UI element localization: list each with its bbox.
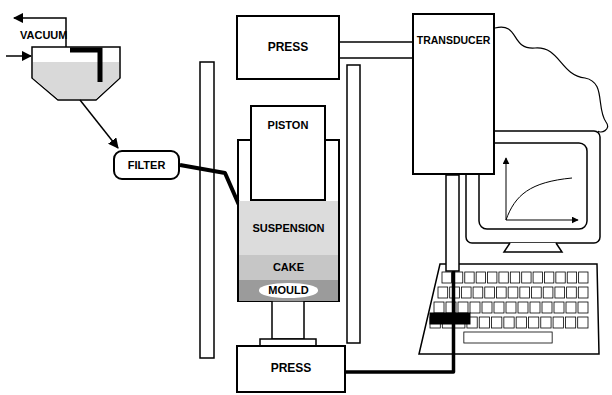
cake-layer: CAKE bbox=[239, 255, 338, 280]
key bbox=[516, 317, 526, 328]
key bbox=[520, 287, 530, 298]
connector-line bbox=[346, 175, 454, 372]
key bbox=[485, 287, 495, 298]
vessel-liquid bbox=[33, 62, 119, 99]
key bbox=[476, 272, 485, 283]
key bbox=[522, 272, 531, 283]
key bbox=[510, 272, 519, 283]
connector-line bbox=[340, 57, 412, 59]
mould-layer: MOULD bbox=[239, 280, 338, 301]
press-box: PRESS bbox=[236, 15, 340, 80]
key bbox=[530, 302, 540, 313]
key bbox=[518, 302, 528, 313]
key bbox=[465, 272, 474, 283]
piston-box: PISTON bbox=[250, 105, 326, 201]
key bbox=[579, 272, 588, 283]
key bbox=[556, 272, 565, 283]
key bbox=[499, 272, 508, 283]
key bbox=[565, 317, 575, 328]
key bbox=[553, 317, 563, 328]
key bbox=[438, 287, 448, 298]
key bbox=[554, 302, 564, 313]
keyboard bbox=[419, 264, 599, 354]
key bbox=[482, 302, 492, 313]
graph-curve bbox=[506, 178, 572, 220]
key bbox=[567, 287, 577, 298]
key bbox=[442, 272, 451, 283]
node-label: FILTER bbox=[128, 159, 166, 171]
node-label: SUSPENSION bbox=[252, 222, 324, 234]
key bbox=[543, 287, 553, 298]
suction-tube bbox=[70, 50, 100, 82]
inlet-line bbox=[6, 55, 31, 57]
node-label: PRESS bbox=[268, 41, 309, 54]
node-label: PRESS bbox=[271, 362, 312, 375]
key bbox=[544, 272, 553, 283]
key bbox=[541, 317, 551, 328]
ram bbox=[272, 301, 304, 339]
vacuum-vessel bbox=[32, 47, 120, 100]
key bbox=[488, 272, 497, 283]
monitor-screen bbox=[479, 143, 587, 229]
key bbox=[532, 287, 542, 298]
key bbox=[578, 287, 588, 298]
key bbox=[506, 302, 516, 313]
graph-axis bbox=[506, 220, 578, 221]
key bbox=[528, 317, 538, 328]
connector bbox=[346, 175, 454, 372]
key bbox=[504, 317, 514, 328]
node-label: MOULD bbox=[259, 283, 317, 297]
part-label: VACUUM bbox=[20, 29, 67, 41]
key bbox=[434, 302, 444, 313]
transducer-rod bbox=[446, 175, 459, 271]
key bbox=[578, 302, 588, 313]
connector-line bbox=[340, 41, 412, 43]
key bbox=[542, 302, 552, 313]
sensor-block bbox=[430, 313, 470, 324]
key bbox=[567, 272, 576, 283]
transducer-box: TRANSDUCER bbox=[412, 13, 495, 175]
node-label: TRANSDUCER bbox=[417, 35, 491, 47]
key bbox=[508, 287, 518, 298]
outlet-line bbox=[80, 100, 118, 148]
press-box: PRESS bbox=[236, 345, 346, 393]
frame-bar bbox=[200, 62, 214, 358]
signal-cable bbox=[495, 27, 608, 132]
node-label: PISTON bbox=[268, 119, 309, 131]
connector bbox=[180, 165, 239, 205]
key bbox=[464, 332, 552, 343]
connector-line bbox=[180, 165, 239, 205]
key bbox=[492, 317, 502, 328]
key bbox=[555, 287, 565, 298]
key bbox=[533, 272, 542, 283]
suspension-layer: SUSPENSION bbox=[239, 201, 338, 255]
key bbox=[566, 302, 576, 313]
frame-bar bbox=[347, 65, 360, 343]
key bbox=[473, 287, 483, 298]
graph-axis bbox=[506, 158, 507, 220]
key bbox=[458, 302, 468, 313]
filter-box: FILTER bbox=[113, 150, 180, 180]
key bbox=[470, 302, 480, 313]
key bbox=[461, 287, 471, 298]
key bbox=[496, 287, 506, 298]
monitor-stand bbox=[504, 243, 562, 252]
connector bbox=[340, 42, 412, 58]
key bbox=[578, 317, 588, 328]
key bbox=[479, 317, 489, 328]
key bbox=[494, 302, 504, 313]
node-label: CAKE bbox=[273, 261, 304, 273]
